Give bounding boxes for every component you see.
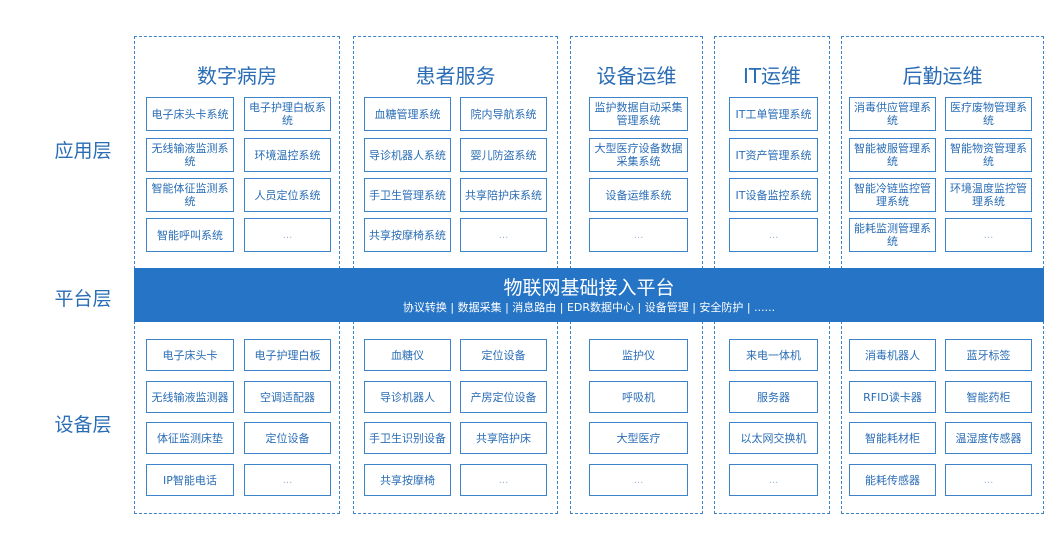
device-box: 消毒机器人: [849, 339, 936, 371]
platform-subtitle: 协议转换 | 数据采集 | 消息路由 | EDR数据中心 | 设备管理 | 安全…: [402, 301, 776, 314]
column-title: 数字病房: [197, 64, 277, 88]
app-system-box: 院内导航系统: [460, 97, 547, 131]
app-system-box: 智能冷链监控管理系统: [849, 178, 936, 212]
device-box: 定位设备: [460, 339, 547, 371]
app-system-box: 电子护理白板系统: [244, 97, 331, 131]
app-system-box: 共享陪护床系统: [460, 178, 547, 212]
app-system-more: ...: [945, 218, 1032, 252]
app-system-box: 环境温度监控管理系统: [945, 178, 1032, 212]
layer-label-platform: 平台层: [54, 288, 112, 310]
device-box: IP智能电话: [146, 464, 234, 496]
device-box: 电子护理白板: [244, 339, 331, 371]
device-box: 产房定位设备: [460, 381, 547, 413]
device-box: 定位设备: [244, 422, 331, 454]
device-box: 手卫生识别设备: [364, 422, 451, 454]
app-system-box: 设备运维系统: [589, 178, 688, 212]
device-box: 体征监测床垫: [146, 422, 234, 454]
app-system-more: ...: [460, 218, 547, 252]
device-box: RFID读卡器: [849, 381, 936, 413]
app-system-box: 能耗监测管理系统: [849, 218, 936, 252]
device-more: ...: [589, 464, 688, 496]
app-system-box: 人员定位系统: [244, 178, 331, 212]
device-box: 大型医疗: [589, 422, 688, 454]
device-box: 来电一体机: [729, 339, 818, 371]
device-box: 血糖仪: [364, 339, 451, 371]
platform-band: 物联网基础接入平台 协议转换 | 数据采集 | 消息路由 | EDR数据中心 |…: [134, 268, 1044, 322]
device-box: 蓝牙标签: [945, 339, 1032, 371]
app-system-box: 大型医疗设备数据采集系统: [589, 138, 688, 172]
column-title: IT运维: [742, 64, 802, 88]
app-system-box: 无线输液监测系统: [146, 138, 234, 172]
app-system-box: IT工单管理系统: [729, 97, 818, 131]
app-system-more: ...: [729, 218, 818, 252]
column-title: 后勤运维: [902, 64, 983, 88]
device-box: 共享按摩椅: [364, 464, 451, 496]
device-box: 无线输液监测器: [146, 381, 234, 413]
app-system-more: ...: [589, 218, 688, 252]
layer-label-application: 应用层: [54, 140, 112, 162]
app-system-box: IT设备监控系统: [729, 178, 818, 212]
device-box: 电子床头卡: [146, 339, 234, 371]
app-system-box: 智能物资管理系统: [945, 138, 1032, 172]
column-title: 设备运维: [596, 64, 677, 88]
app-system-box: 智能呼叫系统: [146, 218, 234, 252]
app-system-box: 智能体征监测系统: [146, 178, 234, 212]
device-box: 能耗传感器: [849, 464, 936, 496]
device-box: 共享陪护床: [460, 422, 547, 454]
app-system-box: 监护数据自动采集管理系统: [589, 97, 688, 131]
app-system-box: 智能被服管理系统: [849, 138, 936, 172]
device-more: ...: [945, 464, 1032, 496]
device-box: 导诊机器人: [364, 381, 451, 413]
app-system-box: 手卫生管理系统: [364, 178, 451, 212]
device-box: 呼吸机: [589, 381, 688, 413]
layer-label-device: 设备层: [54, 414, 112, 436]
device-box: 监护仪: [589, 339, 688, 371]
column-title: 患者服务: [415, 64, 496, 88]
app-system-box: 消毒供应管理系统: [849, 97, 936, 131]
device-box: 服务器: [729, 381, 818, 413]
app-system-box: 导诊机器人系统: [364, 138, 451, 172]
app-system-box: 电子床头卡系统: [146, 97, 234, 131]
app-system-more: ...: [244, 218, 331, 252]
platform-title: 物联网基础接入平台: [503, 277, 675, 299]
device-box: 空调适配器: [244, 381, 331, 413]
app-system-box: IT资产管理系统: [729, 138, 818, 172]
device-more: ...: [729, 464, 818, 496]
app-system-box: 婴儿防盗系统: [460, 138, 547, 172]
app-system-box: 血糖管理系统: [364, 97, 451, 131]
device-more: ...: [460, 464, 547, 496]
device-box: 以太网交换机: [729, 422, 818, 454]
device-box: 温湿度传感器: [945, 422, 1032, 454]
device-box: 智能耗材柜: [849, 422, 936, 454]
app-system-box: 共享按摩椅系统: [364, 218, 451, 252]
device-more: ...: [244, 464, 331, 496]
device-box: 智能药柜: [945, 381, 1032, 413]
app-system-box: 环境温控系统: [244, 138, 331, 172]
app-system-box: 医疗废物管理系统: [945, 97, 1032, 131]
